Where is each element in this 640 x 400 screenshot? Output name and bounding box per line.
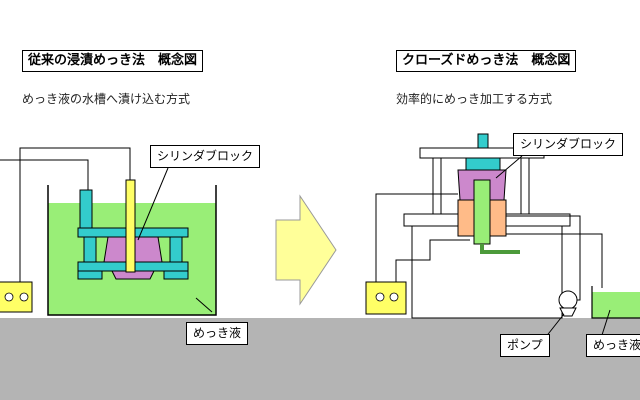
wire-cathode xyxy=(19,147,131,284)
plating-tank xyxy=(47,185,217,316)
left-cylinder-label: シリンダブロック xyxy=(150,145,261,168)
right-cylinder-label: シリンダブロック xyxy=(513,133,624,156)
right-subtitle: 効率的にめっき加工する方式 xyxy=(396,92,553,106)
transition-arrow-icon xyxy=(275,194,337,306)
pump-icon xyxy=(558,290,578,310)
right-title: クローズドめっき法 概念図 xyxy=(396,50,577,72)
left-subtitle: めっき液の水槽へ漬け込む方式 xyxy=(22,92,191,106)
left-title: 従来の浸漬めっき法 概念図 xyxy=(22,50,204,72)
right-solution-label: めっき液 xyxy=(586,334,640,357)
wire-anode xyxy=(0,159,89,190)
pump-label: ポンプ xyxy=(500,334,550,357)
reservoir-liquid xyxy=(592,292,640,318)
battery-left xyxy=(0,281,33,313)
floor xyxy=(0,318,640,400)
immersion-fixture xyxy=(77,179,189,280)
left-solution-label: めっき液 xyxy=(186,322,249,345)
battery-right xyxy=(365,281,407,315)
immersion-diagram xyxy=(0,147,217,316)
closed-diagram xyxy=(365,133,640,339)
